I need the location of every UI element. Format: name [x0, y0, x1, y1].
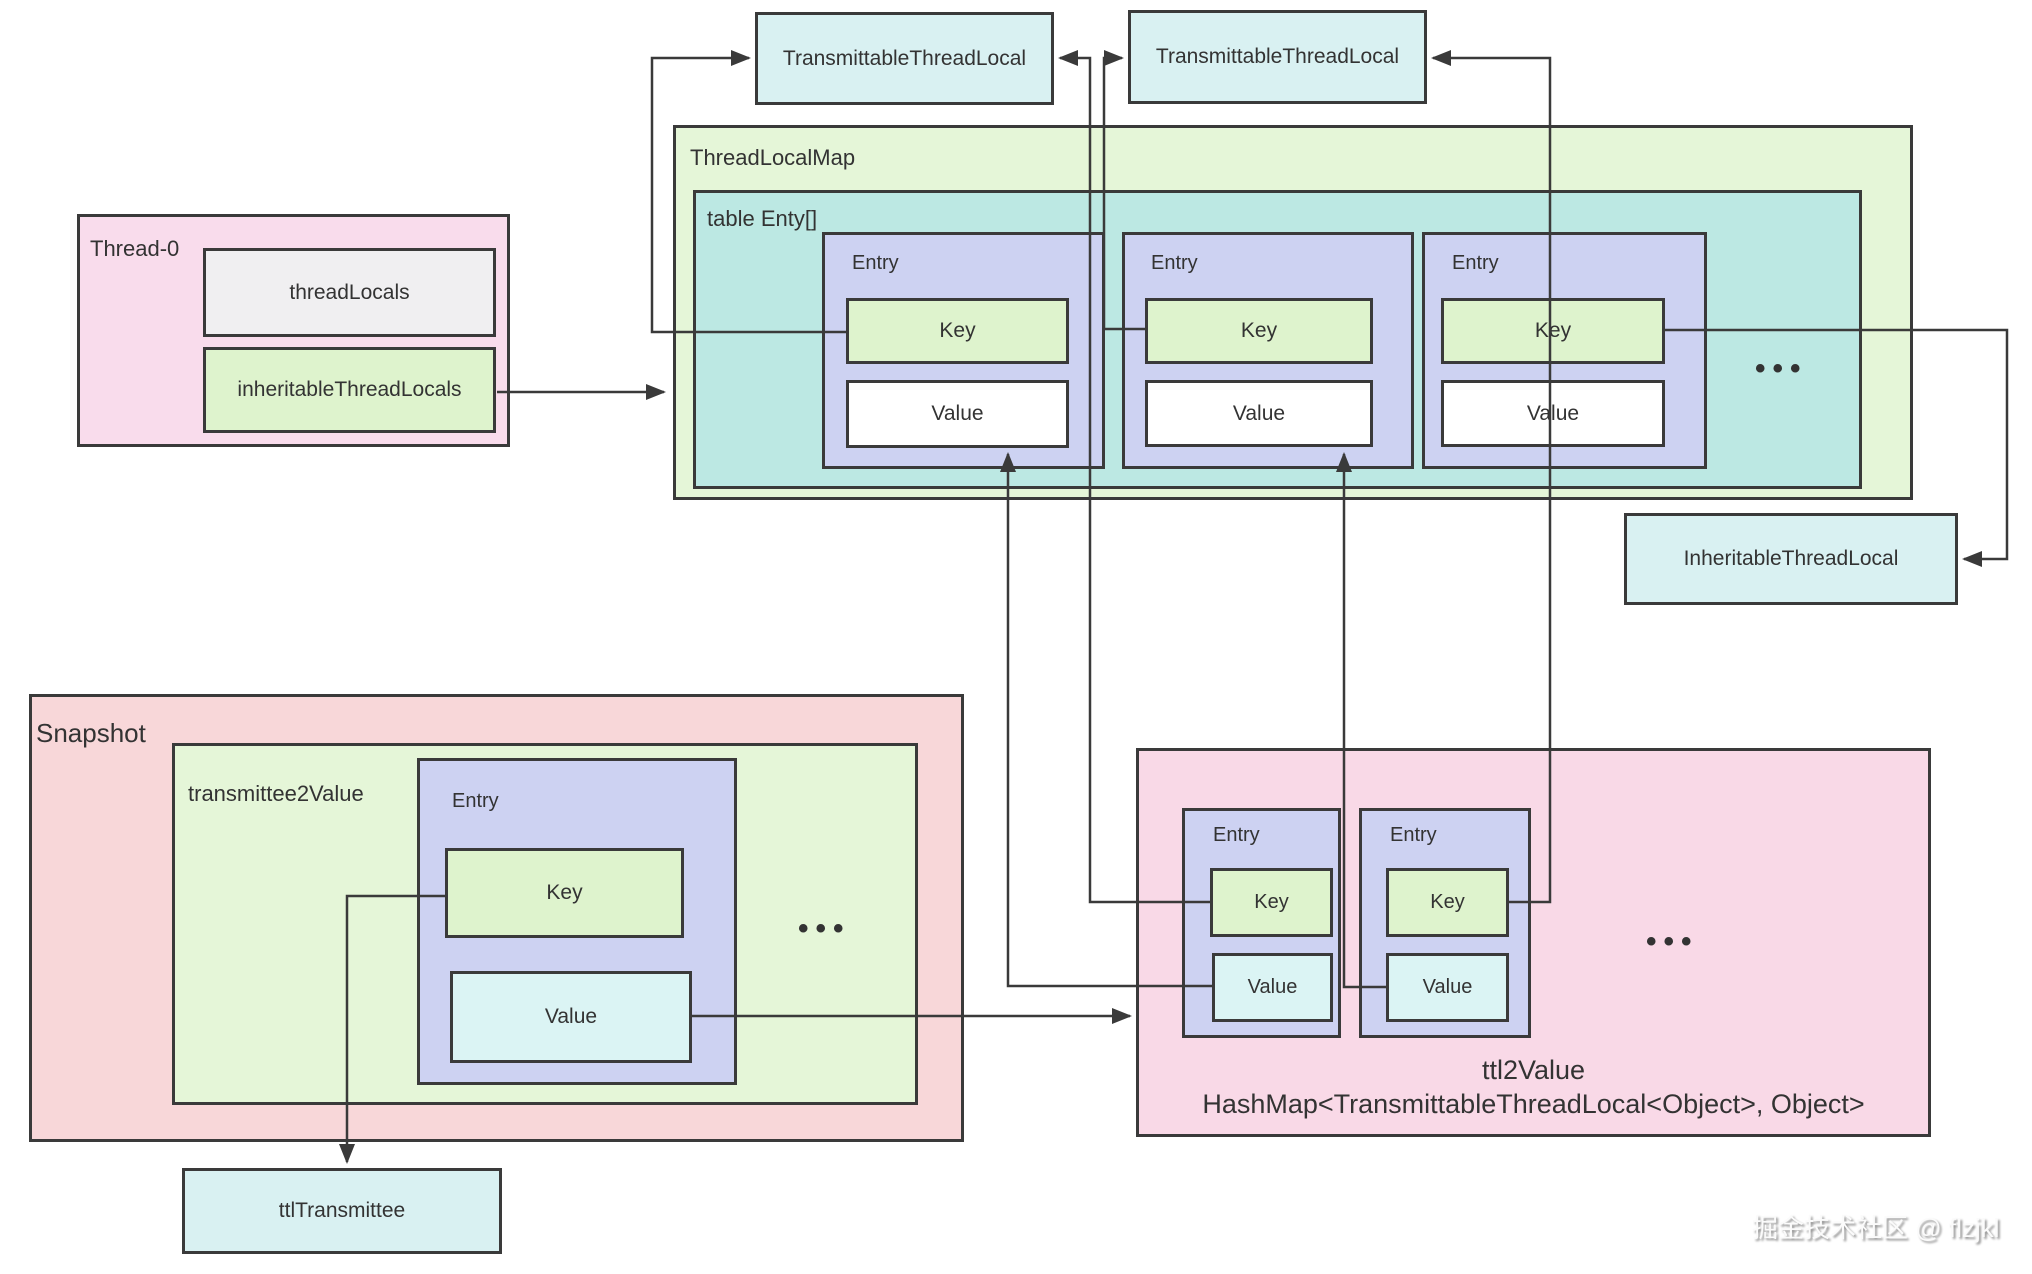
ttl2value-entry-2-label: Entry	[1390, 824, 1437, 846]
ttl2value-entry-2-value: Value	[1386, 953, 1509, 1022]
transmittable-thread-local-box-right: TransmittableThreadLocal	[1128, 10, 1427, 104]
thread0-title: Thread-0	[90, 236, 180, 261]
inheritable-thread-local-box: InheritableThreadLocal	[1624, 513, 1958, 605]
table-entry-3-key: Key	[1441, 298, 1665, 364]
transmittable-thread-local-box-left: TransmittableThreadLocal	[755, 12, 1054, 105]
value-label: Value	[1247, 976, 1298, 998]
ttl-transmittee-label: ttlTransmittee	[278, 1199, 406, 1222]
ttl2value-entry-1-value: Value	[1212, 953, 1333, 1022]
inheritable-thread-locals-box: inheritableThreadLocals	[203, 347, 496, 433]
value-label: Value	[1422, 976, 1473, 998]
watermark: 掘金技术社区 @ flzjkl	[1752, 1213, 2000, 1243]
table-entry-2-value: Value	[1145, 380, 1373, 447]
value-label: Value	[1232, 401, 1286, 425]
ttl2value-type: HashMap<TransmittableThreadLocal<Object>…	[1202, 1089, 1865, 1119]
table-entry-1-key: Key	[846, 298, 1069, 364]
snapshot-entry-value: Value	[450, 971, 692, 1063]
ttl2value-entry-1-key: Key	[1210, 868, 1333, 937]
table-entry-3-label: Entry	[1452, 252, 1499, 274]
ttl2value-ellipsis: •••	[1646, 925, 1699, 958]
transmittable-thread-local-label: TransmittableThreadLocal	[1155, 45, 1400, 68]
table-entry-1-value: Value	[846, 380, 1069, 448]
key-label: Key	[546, 881, 583, 904]
value-label: Value	[931, 402, 984, 425]
snapshot-title: Snapshot	[36, 718, 146, 748]
thread-locals-box: threadLocals	[203, 248, 496, 337]
transmittee2value-label: transmittee2Value	[188, 781, 364, 806]
table-entry-2-label: Entry	[1151, 252, 1198, 274]
table-entry-array-title: table Enty[]	[707, 206, 818, 231]
snapshot-ellipsis: •••	[798, 912, 851, 945]
table-entry-1-label: Entry	[852, 252, 899, 274]
ttl2value-entry-1-label: Entry	[1213, 824, 1260, 846]
value-label: Value	[544, 1005, 598, 1028]
transmittable-thread-local-label: TransmittableThreadLocal	[782, 46, 1027, 70]
key-label: Key	[1430, 891, 1465, 913]
ttl2value-title: ttl2Value	[1481, 1055, 1586, 1085]
table-ellipsis: •••	[1755, 352, 1808, 385]
ttl-transmittee-box: ttlTransmittee	[182, 1168, 502, 1254]
snapshot-entry-label: Entry	[452, 790, 499, 812]
table-entry-3-value: Value	[1441, 380, 1665, 447]
thread-locals-label: threadLocals	[289, 280, 410, 304]
key-label: Key	[1240, 319, 1278, 342]
thread-local-map-title: ThreadLocalMap	[690, 145, 856, 170]
inheritable-thread-locals-label: inheritableThreadLocals	[237, 378, 462, 401]
ttl2value-entry-2-key: Key	[1386, 868, 1509, 937]
key-label: Key	[1254, 891, 1289, 913]
key-label: Key	[939, 319, 976, 342]
table-entry-2-key: Key	[1145, 298, 1373, 364]
key-label: Key	[1534, 319, 1572, 342]
value-label: Value	[1526, 401, 1580, 425]
snapshot-entry-key: Key	[445, 848, 684, 938]
inheritable-thread-local-label: InheritableThreadLocal	[1683, 547, 1899, 570]
